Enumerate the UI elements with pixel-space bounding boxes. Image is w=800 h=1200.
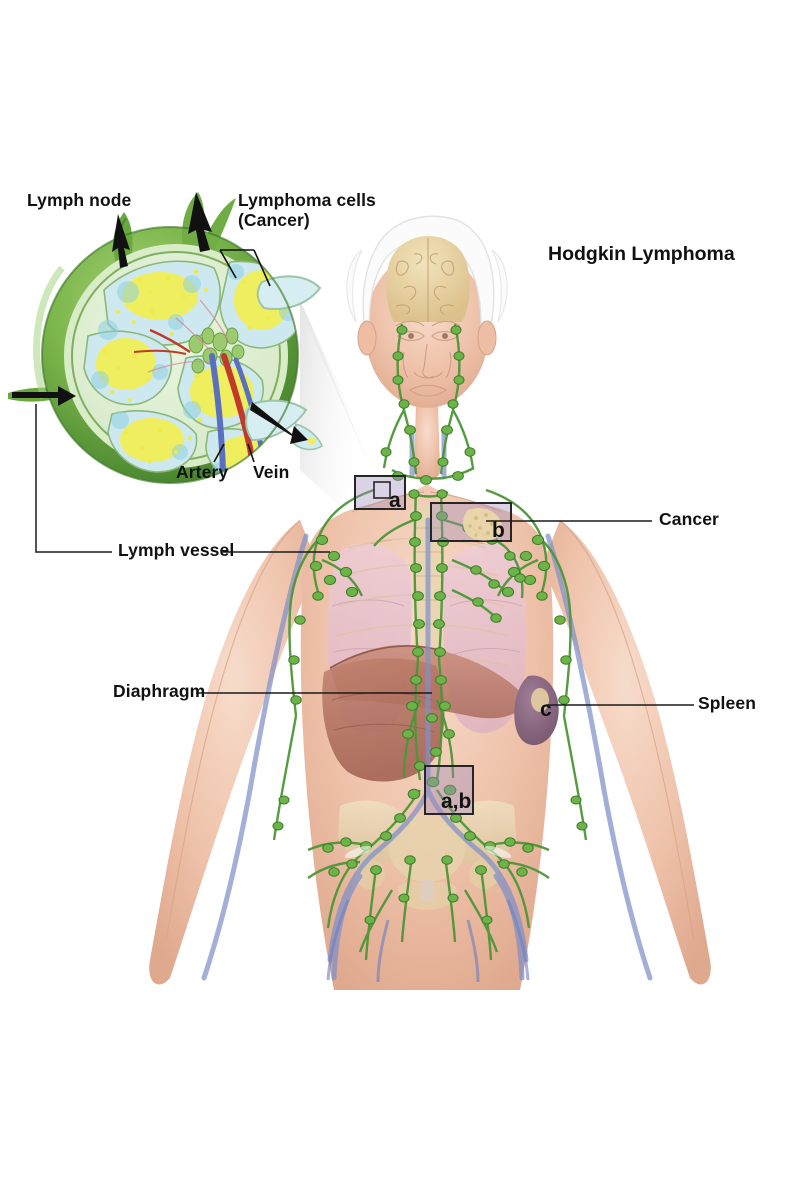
region-marker-ab: a,b [441,790,472,813]
callout-label-lymph-vessel: Lymph vessel [118,540,235,560]
leader-lines [35,404,694,706]
callout-label-spleen: Spleen [698,693,756,713]
flow-arrows [12,192,308,444]
inset-label-artery: Artery [176,462,229,482]
region-highlights [354,475,512,815]
figure-title: Hodgkin Lymphoma [548,243,735,265]
region-marker-b: b [492,519,505,542]
region-marker-c: c [540,698,552,721]
lymph-node-inset [8,192,323,484]
callout-label-cancer: Cancer [659,509,719,529]
inset-label-lymph-node: Lymph node [27,190,132,210]
inset-label-vein: Vein [253,462,290,482]
callout-label-diaphragm: Diaphragm [113,681,206,701]
inset-leader-lines [213,249,271,463]
region-marker-a: a [389,489,401,512]
lymph-nodes [272,325,588,925]
inset-label-lymphoma-cells: Lymphoma cells (Cancer) [238,190,376,230]
